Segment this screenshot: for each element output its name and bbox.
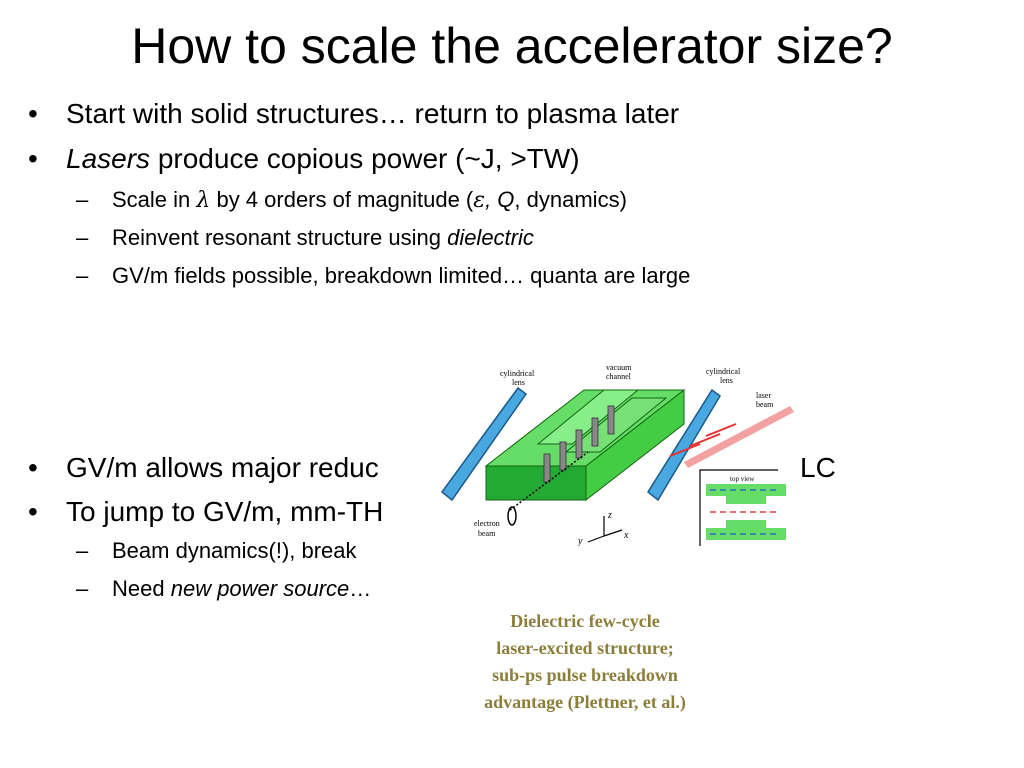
caption-line: Dielectric few-cycle — [510, 611, 660, 631]
dash-marker: – — [76, 187, 89, 212]
sub-bullet-scale: –Scale in λ by 4 orders of magnitude (ε,… — [76, 186, 627, 215]
bullet-jump-gvm: • To jump to GV/m, mm-TH — [28, 494, 383, 530]
sub-text: Scale in — [112, 187, 197, 212]
structure-side-face — [585, 388, 685, 502]
label-cyl-lens-right: lens — [720, 376, 733, 385]
sub-text: … — [349, 576, 372, 601]
dash-marker: – — [76, 225, 89, 250]
sub-text: Beam dynamics(!), break — [112, 538, 357, 563]
bullet-marker: • — [28, 143, 38, 174]
grating-pillar — [559, 441, 567, 471]
bullet-lasers: • Lasers produce copious power (~J, >TW) — [28, 141, 580, 177]
label-vacuum-channel: channel — [606, 372, 632, 381]
label-axis-z: z — [607, 510, 612, 521]
right-lens-shape — [647, 388, 721, 502]
sub-text: by 4 orders of magnitude ( — [210, 187, 474, 212]
sub-bullet-gvm-fields: –GV/m fields possible, breakdown limited… — [76, 262, 690, 290]
sub-bullet-power-source: –Need new power source… — [76, 575, 371, 603]
laser-arrow — [669, 443, 701, 457]
electron-bunch — [507, 506, 517, 526]
label-laser-beam: beam — [756, 400, 774, 409]
laser-arrow — [689, 433, 721, 447]
label-electron-beam: beam — [478, 529, 496, 538]
dash-marker: – — [76, 576, 89, 601]
top-view-frame — [699, 469, 778, 546]
caption-line: advantage (Plettner, et al.) — [484, 692, 686, 712]
bullet-marker: • — [28, 452, 38, 483]
grating-pillar — [543, 453, 551, 483]
label-cyl-lens-right: cylindrical — [706, 367, 741, 376]
bullet-text: produce copious power (~J, >TW) — [150, 143, 580, 174]
bullet-text: To jump to GV/m, mm-TH — [66, 496, 384, 527]
axis-x-line — [603, 529, 623, 537]
laser-beam-shape — [684, 406, 794, 468]
bullet-solid-structures: • Start with solid structures… return to … — [28, 96, 679, 132]
label-axis-x: x — [623, 530, 629, 541]
sub-bullet-dielectric: –Reinvent resonant structure using diele… — [76, 224, 534, 252]
dash-marker: – — [76, 538, 89, 563]
label-vacuum-channel: vacuum — [606, 363, 632, 372]
label-electron-beam: electron — [474, 519, 500, 528]
top-view-strip — [726, 520, 766, 528]
axis-y-line — [587, 535, 605, 543]
bullet-gvm-reduction: • GV/m allows major reduc — [28, 450, 379, 486]
bullet-marker: • — [28, 496, 38, 527]
bullet-marker: • — [28, 98, 38, 129]
electron-beam-path — [509, 451, 589, 511]
sub-italic: new power source — [170, 576, 350, 601]
laser-arrow — [705, 423, 737, 437]
label-cyl-lens-left: lens — [512, 378, 525, 387]
grating-pillar — [575, 429, 583, 459]
bullet-italic: Lasers — [66, 143, 151, 174]
dielectric-structure-figure: cylindrical lens vacuum channel cylindri… — [438, 360, 798, 546]
sub-text: Need — [112, 576, 171, 601]
caption-line: sub-ps pulse breakdown — [492, 665, 678, 685]
dash-marker: – — [76, 263, 89, 288]
structure-front-face — [485, 465, 587, 501]
bullet-gvm-reduction-tail: LC — [800, 452, 836, 483]
sub-bullet-beam-dynamics: –Beam dynamics(!), break — [76, 537, 357, 565]
figure-caption: Dielectric few-cycle laser-excited struc… — [440, 608, 730, 716]
q-symbol: , Q — [485, 187, 515, 212]
left-lens-shape — [440, 386, 528, 502]
label-cyl-lens-left: cylindrical — [500, 369, 535, 378]
bullet-text: GV/m allows major reduc — [66, 452, 379, 483]
caption-line: laser-excited structure; — [496, 638, 674, 658]
label-top-view: top view — [730, 475, 755, 483]
epsilon-symbol: ε — [473, 188, 486, 213]
sub-text: GV/m fields possible, breakdown limited…… — [112, 263, 691, 288]
sub-text: Reinvent resonant structure using — [112, 225, 448, 250]
grating-pillar — [607, 405, 615, 435]
sub-italic: dielectric — [447, 225, 534, 250]
label-laser-beam: laser — [756, 391, 771, 400]
slide-title: How to scale the accelerator size? — [131, 18, 893, 74]
bullet-text: Start with solid structures… return to p… — [66, 98, 680, 129]
label-axis-y: y — [577, 536, 583, 546]
top-view-strip — [726, 496, 766, 504]
sub-text: , dynamics) — [514, 187, 627, 212]
grating-pillar — [591, 417, 599, 447]
lambda-symbol: λ — [196, 188, 211, 213]
